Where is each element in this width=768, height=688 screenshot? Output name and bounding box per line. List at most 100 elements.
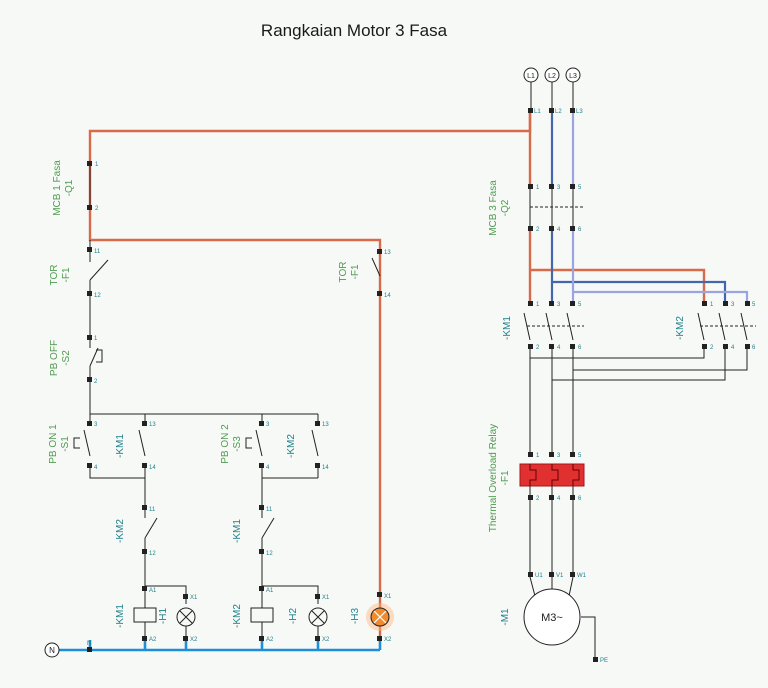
tor-right-label: TOR [338,262,349,283]
km2-main-t3: 3 [731,302,735,308]
km2-terminal-11: 11 [149,507,156,513]
q1-tag: -Q1 [64,179,75,196]
s2-terminal-1: 1 [94,336,98,342]
km2-coil: A1 A2 -KM2 [232,586,274,643]
km1-hold-tag: -KM1 [115,434,126,458]
h1-x2: X2 [190,637,198,643]
tor-right-tag: -F1 [350,264,361,279]
km1-main-t6: 6 [578,345,582,351]
f1-t1: 1 [536,453,540,459]
h1-lamp: X1 X2 -H1 [158,594,198,643]
f1-t4: 4 [557,496,561,502]
q2-tag: -Q2 [500,199,511,216]
km2-terminal-12: 12 [149,551,156,557]
pb-off-s2: 1 2 PB OFF -S2 [49,335,103,385]
neutral-terminal: N N [44,641,92,658]
h1-tag: -H1 [158,608,169,625]
km2-coil-a1: A1 [266,588,274,594]
tor-tag: -F1 [61,267,72,282]
km2-coil-a2: A2 [266,637,274,643]
tor-nc-contact: 11 12 TOR -F1 [49,247,109,299]
f1-t3: 3 [557,453,561,459]
km1-main-tag: -KM1 [502,316,513,340]
km2-main-t4: 4 [731,345,735,351]
s3-terminal-3: 3 [266,422,270,428]
tor-label: TOR [49,265,60,286]
km2-main-t1: 1 [710,302,714,308]
km1-interlock-contact: 11 12 -KM1 [232,505,275,557]
q2-t5: 5 [578,185,582,191]
h3-lamp: X1 X2 -H3 [350,592,394,643]
motor-m1 [523,588,581,646]
motor-w1: W1 [577,573,587,579]
motor-label: M3~ [541,612,563,624]
q2-label: MCB 3 Fasa [488,180,499,236]
km2-terminal-14: 14 [322,465,329,471]
km2-coil-tag: -KM2 [232,604,243,628]
km2-hold-contact: 13 14 -KM2 [286,421,329,471]
s2-terminal-2: 2 [94,379,98,385]
q1-terminal-1: 1 [95,162,99,168]
q2-in-l3: L3 [576,109,583,115]
tor-terminal-11: 11 [94,249,101,255]
km1-main-t4: 4 [557,345,561,351]
s3-terminal-4: 4 [266,465,270,471]
h3-x2: X2 [384,637,392,643]
km1-coil-a2: A2 [149,637,157,643]
km2-main-t2: 2 [710,345,714,351]
diagram-title: Rangkaian Motor 3 Fasa [261,21,448,40]
s3-label: PB ON 2 [220,424,231,464]
pe-label: PE [600,658,608,664]
q2-in-l1: L1 [534,109,541,115]
q1-label: MCB 1 Fasa [52,160,63,216]
s1-terminal-4: 4 [94,465,98,471]
km1-coil-a1: A1 [149,588,157,594]
supply-l3: L3 [569,73,577,80]
km1-terminal-11: 11 [266,507,273,513]
km1-terminal-12: 12 [266,551,273,557]
km2-main-t5: 5 [752,302,756,308]
q2-t3: 3 [557,185,561,191]
q2-t2: 2 [536,227,540,233]
km1-interlock-tag: -KM1 [232,519,243,543]
f1-t6: 6 [578,496,582,502]
neutral-label: N [49,646,55,655]
supply-l1: L1 [527,73,535,80]
s2-tag: -S2 [61,350,72,366]
tor-terminal-14: 14 [384,293,391,299]
s1-tag: -S1 [60,436,71,452]
mcb-q1: 1 2 MCB 1 Fasa -Q1 [52,160,99,216]
f1-t5: 5 [578,453,582,459]
tor-terminal-13: 13 [384,250,391,256]
km1-main-t3: 3 [557,302,561,308]
f1-tag: -F1 [500,470,511,485]
km1-main-t5: 5 [578,302,582,308]
tor-no-contact: 13 14 TOR -F1 [338,249,391,299]
km1-main-t1: 1 [536,302,540,308]
h3-x1: X1 [384,594,392,600]
km1-terminal-13: 13 [149,422,156,428]
q2-t4: 4 [557,227,561,233]
km1-coil: A1 A2 -KM1 [115,586,157,643]
power-circuit: L1 L2 L3 L1 L2 L3 1 3 5 2 4 6 MCB 3 Fas [488,67,756,664]
m1-tag: -M1 [500,608,511,626]
f1-t2: 2 [536,496,540,502]
h2-tag: -H2 [288,608,299,625]
f1-label: Thermal Overload Relay [488,424,499,532]
pb-on-s1: 3 4 PB ON 1 -S1 [48,421,98,471]
pb-on-s3: 3 4 PB ON 2 -S3 [220,421,270,471]
h3-tag: -H3 [350,608,361,625]
motor-v1: V1 [556,573,564,579]
supply-l2: L2 [548,73,556,80]
neutral-term-label: N [87,641,91,647]
q1-terminal-2: 2 [95,206,99,212]
s1-terminal-3: 3 [94,422,98,428]
q2-t1: 1 [536,185,540,191]
km2-main-tag: -KM2 [675,316,686,340]
h2-lamp: X1 X2 -H2 [288,594,330,643]
s3-tag: -S3 [232,436,243,452]
km1-hold-contact: 13 14 -KM1 [115,421,156,471]
q2-in-l2: L2 [555,109,562,115]
km2-interlock-tag: -KM2 [115,519,126,543]
